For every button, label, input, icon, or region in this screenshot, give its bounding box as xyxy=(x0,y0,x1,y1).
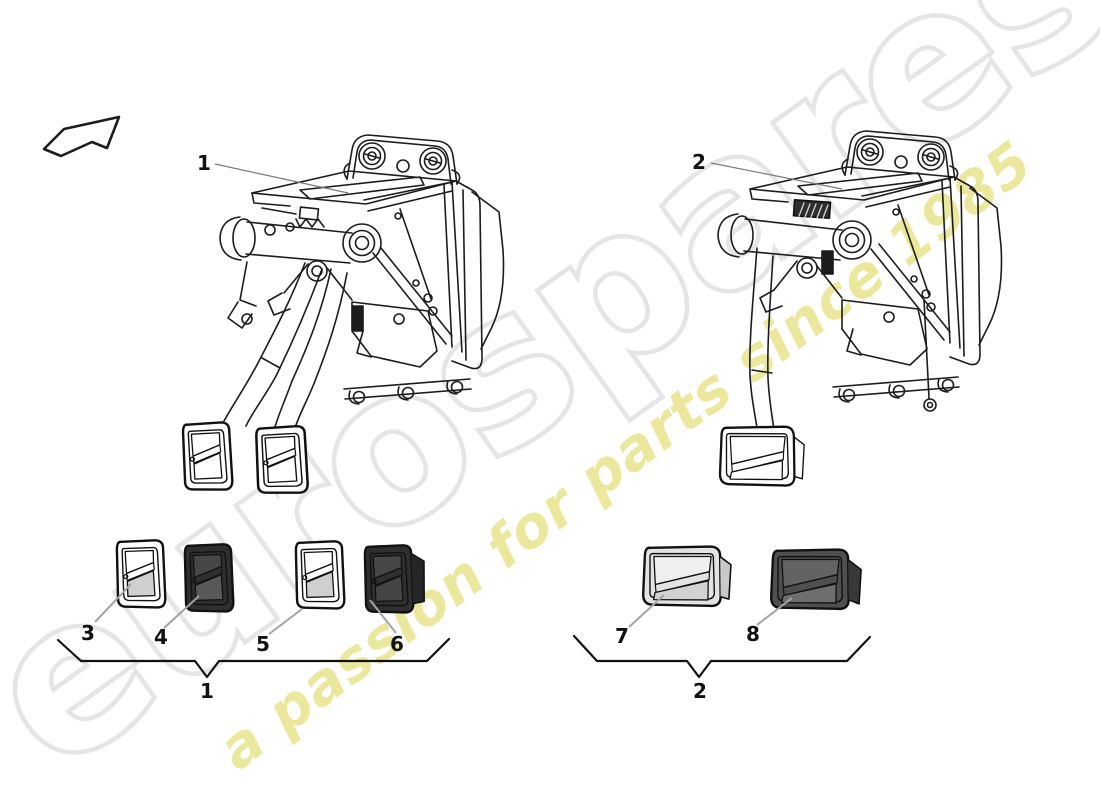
assembly1-clutch-pedal-pad xyxy=(176,418,238,496)
callout-cap-3-label: 3 xyxy=(81,621,95,645)
assembly2-top-bracket xyxy=(841,130,959,181)
assembly1-brake-pedal-arm xyxy=(274,268,348,432)
direction-arrow-icon xyxy=(42,115,121,158)
callout-cap-8-label: 8 xyxy=(746,622,760,646)
pedal-cap-8 xyxy=(765,543,862,617)
assembly2-lower-housing xyxy=(841,299,937,412)
assembly1-side-panel xyxy=(451,180,505,370)
callout-assembly-1-label: 1 xyxy=(197,151,211,175)
assembly1-clutch-pedal-arm xyxy=(223,262,323,427)
callout-cap-5-label: 5 xyxy=(256,632,270,656)
callout-cap-6-label: 6 xyxy=(390,632,404,656)
pedal-caps-group-2 xyxy=(637,540,862,617)
leader-assembly-2 xyxy=(710,162,843,190)
callout-assembly-2-label: 2 xyxy=(692,150,706,174)
leader-cap-5 xyxy=(268,608,303,635)
leader-cap-6 xyxy=(369,599,397,634)
assembly1-lower-housing xyxy=(351,301,438,368)
assembly1-brake-pedal-pad xyxy=(249,421,314,499)
group-2-label: 2 xyxy=(693,679,707,703)
assembly1-pivot-bolt xyxy=(342,223,382,263)
group-2-bracket xyxy=(572,634,872,679)
pedal-cap-6 xyxy=(358,541,425,618)
pedal-caps-group-1 xyxy=(110,536,425,618)
pedal-cap-3 xyxy=(110,536,171,613)
assembly2-side-panel xyxy=(949,176,1003,366)
callout-labels: 1 2 3 4 5 6 7 8 1 2 xyxy=(81,150,760,703)
pedal-assembly-1-diagram xyxy=(176,134,505,499)
pedal-cap-5 xyxy=(289,537,350,614)
group-brackets xyxy=(56,634,872,679)
assembly1-linkage xyxy=(227,260,353,329)
assembly1-foot-rail xyxy=(343,378,472,405)
assembly1-top-bracket xyxy=(343,134,461,185)
assembly2-foot-rail xyxy=(832,376,960,403)
leader-cap-7 xyxy=(628,594,665,628)
leader-cap-8 xyxy=(756,597,793,626)
assembly2-frame xyxy=(861,177,961,349)
assembly1-sensor-spring-detail xyxy=(261,206,325,236)
leader-cap-3 xyxy=(94,583,132,623)
assembly2-linkage xyxy=(759,250,843,313)
assembly2-pivot-bolt xyxy=(832,220,872,260)
assembly1-frame xyxy=(363,181,463,353)
assembly2-brake-pedal-pad xyxy=(714,420,805,493)
callout-cap-4-label: 4 xyxy=(154,625,168,649)
leader-assembly-1 xyxy=(214,163,349,194)
pedal-cap-7 xyxy=(637,540,732,614)
pedal-assembly-2-diagram xyxy=(714,130,1003,493)
assembly2-brake-pedal-arm xyxy=(749,247,775,431)
leader-lines xyxy=(94,162,843,635)
group-1-label: 1 xyxy=(200,679,214,703)
leader-cap-4 xyxy=(163,595,200,629)
assembly1-cross-shaft xyxy=(219,216,353,264)
assembly2-coil-spring xyxy=(792,198,832,220)
group-1-bracket xyxy=(56,637,451,679)
callout-cap-7-label: 7 xyxy=(615,624,629,648)
